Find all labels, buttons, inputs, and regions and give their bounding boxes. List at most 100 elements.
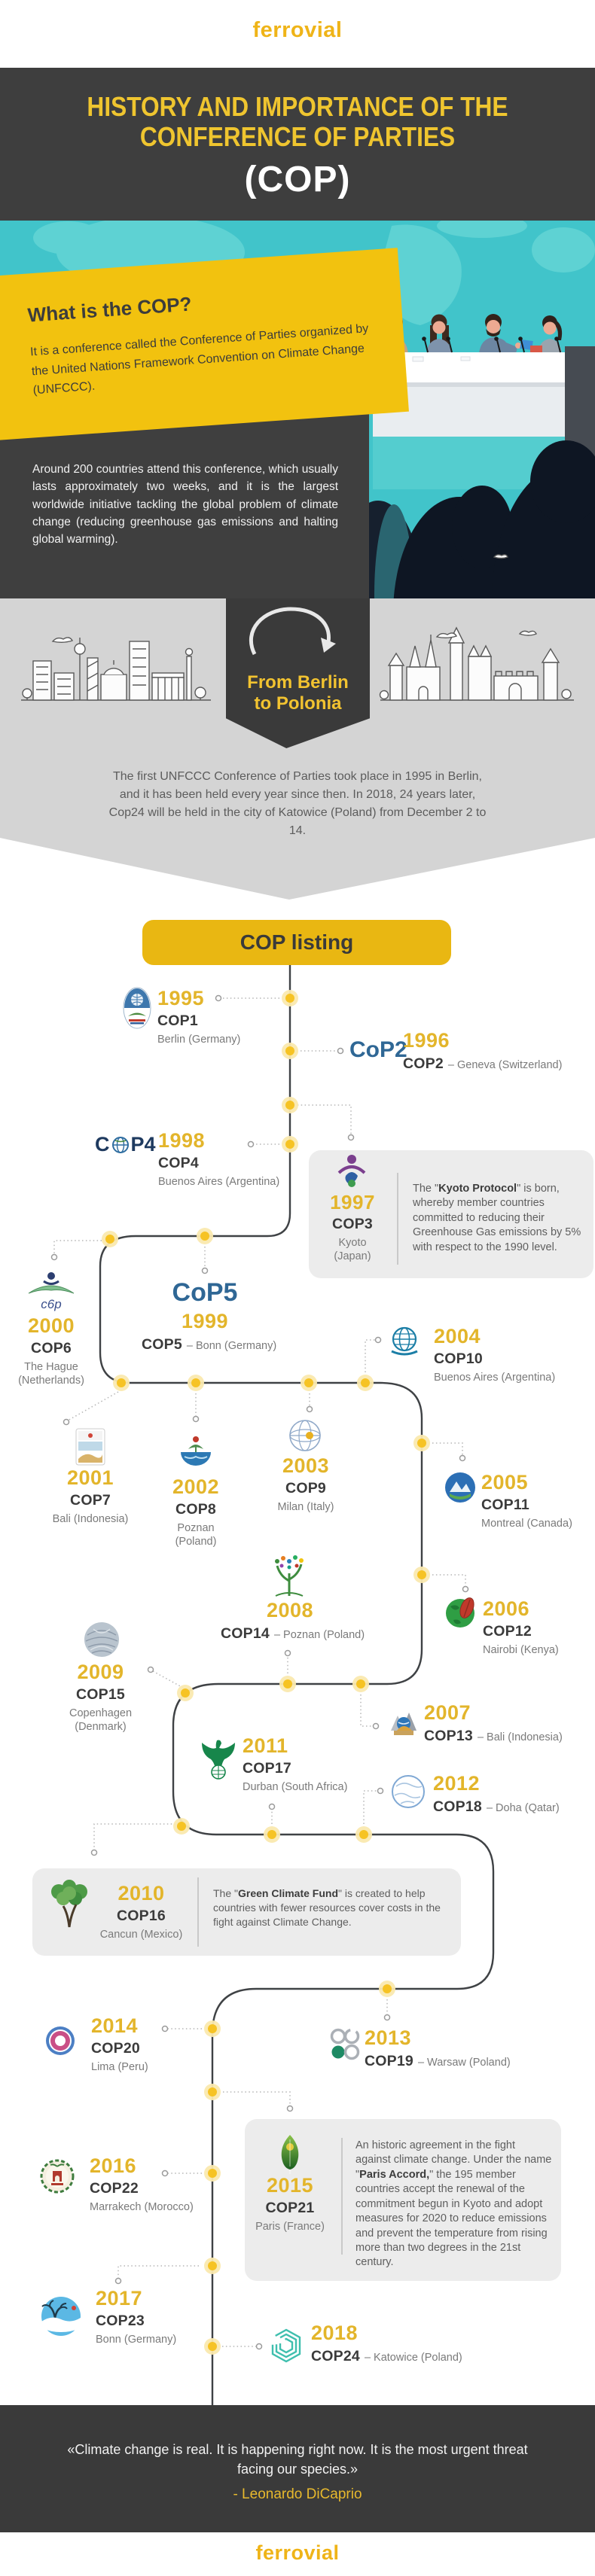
- timeline-entry-cop21: 2015 COP21 Paris (France): [254, 2176, 326, 2233]
- timeline-entry-cop1: 1995 COP1 Berlin (Germany): [157, 988, 240, 1046]
- audience-silhouettes: [369, 346, 595, 598]
- entry-cop: COP10: [434, 1350, 483, 1367]
- timeline-entry-cop8: 2002 COP8 Poznan (Poland): [157, 1477, 235, 1548]
- cop10-logo-icon: [391, 1326, 418, 1356]
- entry-cop: COP20: [91, 2040, 140, 2057]
- attendance-paragraph: Around 200 countries attend this confere…: [32, 463, 338, 546]
- green-climate-fund-note: The "Green Climate Fund" is created to h…: [32, 1868, 461, 1956]
- cop2-logo-icon: CoP2: [349, 1037, 407, 1062]
- card-title: What is the COP?: [26, 292, 193, 327]
- entry-year: 2010: [117, 1882, 165, 1905]
- ferrovial-logo: ferrovial: [252, 18, 343, 42]
- kyoto-note-pre: The ": [413, 1183, 439, 1195]
- kyoto-note-text: The "Kyoto Protocol" is born, whereby me…: [413, 1182, 584, 1255]
- quote-section: «Climate change is real. It is happening…: [0, 2405, 595, 2532]
- ferrovial-footer-logo: ferrovial: [255, 2541, 340, 2564]
- transition-banner: From Berlin to Polonia: [226, 598, 370, 748]
- entry-year: 2004: [434, 1325, 481, 1347]
- entry-year: 2014: [91, 2014, 139, 2037]
- entry-cop: COP18: [433, 1798, 482, 1815]
- entry-cop: COP7: [70, 1492, 111, 1509]
- entry-location: Copenhagen (Denmark): [69, 1707, 133, 1733]
- cop4-logo-p4: P4: [130, 1133, 156, 1156]
- poland-skyline-illustration: [379, 554, 574, 701]
- entry-year: 2011: [243, 1734, 288, 1757]
- entry-cop: COP4: [158, 1155, 199, 1171]
- entry-location: Milan (Italy): [277, 1500, 334, 1513]
- entry-location: Montreal (Canada): [481, 1517, 572, 1530]
- entry-cop: COP16: [117, 1908, 166, 1924]
- entry-cop: COP8: [175, 1501, 216, 1518]
- entry-cop: COP2: [403, 1055, 444, 1072]
- entry-location: Paris (France): [255, 2220, 325, 2233]
- entry-location: Bali (Indonesia): [52, 1512, 129, 1525]
- entry-year: 2003: [282, 1454, 330, 1477]
- paris-note-text: An historic agreement in the fight again…: [355, 2139, 553, 2270]
- entry-location: – Geneva (Switzerland): [447, 1059, 563, 1071]
- timeline-entry-cop2: 1996 COP2– Geneva (Switzerland): [403, 1031, 562, 1072]
- intro-dark-panel: [0, 410, 369, 598]
- timeline-entry-cop5: 1999 COP5– Bonn (Germany): [142, 1311, 276, 1353]
- entry-location: Marrakech (Morocco): [90, 2200, 194, 2213]
- kyoto-note-post: " is born, whereby member countries comm…: [413, 1183, 581, 1253]
- entry-year: 2005: [481, 1471, 529, 1494]
- timeline-entry-cop3: 1997 COP3 Kyoto (Japan): [319, 1192, 386, 1263]
- cop7-logo-icon: [75, 1428, 105, 1466]
- cop20-logo-icon: [46, 2026, 75, 2055]
- timeline-entry-cop23: 2017 COP23 Bonn (Germany): [96, 2288, 176, 2346]
- cop-listing-header: COP listing: [142, 920, 451, 965]
- bottom-footer: ferrovial: [0, 2532, 595, 2576]
- entry-cop: COP13: [424, 1728, 473, 1744]
- entry-cop: COP21: [265, 2200, 315, 2216]
- timeline-entry-cop10: 2004 COP10 Buenos Aires (Argentina): [434, 1326, 555, 1384]
- cop13-logo-icon: [391, 1713, 416, 1735]
- timeline-entry-cop14: 2008 COP14– Poznan (Poland): [221, 1599, 365, 1642]
- gcf-note-text: The "Green Climate Fund" is created to h…: [213, 1886, 448, 1929]
- history-paragraph: The first UNFCCC Conference of Parties t…: [108, 770, 487, 837]
- title-banner: HISTORY AND IMPORTANCE OF THE CONFERENCE…: [0, 68, 595, 221]
- cop18-logo-icon: [392, 1775, 425, 1808]
- entry-location: Kyoto (Japan): [334, 1236, 371, 1262]
- entry-year: 1996: [403, 1029, 450, 1052]
- entry-cop: COP9: [285, 1480, 326, 1497]
- timeline-entry-cop4: 1998 COP4 Buenos Aires (Argentina): [158, 1131, 279, 1189]
- timeline-entry-cop7: 2001 COP7 Bali (Indonesia): [51, 1468, 130, 1526]
- cop14-logo-icon: [275, 1555, 304, 1597]
- paris-note-post: " the 195 member countries accept the re…: [355, 2168, 548, 2269]
- entry-location: Nairobi (Kenya): [483, 1643, 559, 1656]
- kyoto-protocol-note: The "Kyoto Protocol" is born, whereby me…: [309, 1150, 593, 1278]
- banner-line-1: From Berlin: [247, 672, 349, 693]
- title-acronym: (COP): [244, 160, 351, 200]
- top-header: ferrovial: [0, 0, 595, 68]
- cop4-logo-globe-icon: [111, 1136, 129, 1153]
- gcf-note-divider: [197, 1877, 199, 1947]
- entry-location: – Bonn (Germany): [186, 1340, 277, 1352]
- entry-year: 2018: [311, 2322, 359, 2344]
- kyoto-note-divider: [397, 1173, 398, 1265]
- entry-cop: COP24: [311, 2348, 360, 2364]
- entry-year: 2015: [266, 2174, 314, 2197]
- timeline-entry-cop11: 2005 COP11 Montreal (Canada): [481, 1472, 572, 1530]
- entry-year: 2009: [77, 1661, 124, 1683]
- cop4-logo-c: C: [95, 1133, 110, 1156]
- timeline-entry-cop17: 2011 COP17 Durban (South Africa): [243, 1736, 347, 1794]
- entry-location: – Katowice (Poland): [364, 2352, 462, 2364]
- paris-note-bold: Paris Accord,: [359, 2168, 430, 2181]
- entry-year: 2017: [96, 2287, 143, 2310]
- cop19-logo-icon: [330, 2028, 360, 2060]
- cop3-kyoto-logo-icon: [337, 1155, 366, 1187]
- kyoto-note-bold: Kyoto Protocol: [438, 1183, 517, 1195]
- entry-location: Lima (Peru): [91, 2060, 148, 2073]
- entry-location: Buenos Aires (Argentina): [158, 1175, 280, 1188]
- cop11-logo-icon: [445, 1472, 475, 1503]
- entry-year: 1998: [158, 1129, 206, 1152]
- timeline-entry-cop9: 2003 COP9 Milan (Italy): [267, 1456, 345, 1514]
- timeline-entry-cop15: 2009 COP15 Copenhagen (Denmark): [42, 1662, 159, 1734]
- entry-location: Poznan (Poland): [175, 1521, 217, 1548]
- entry-year: 1995: [157, 987, 205, 1009]
- entry-year: 2008: [266, 1599, 314, 1621]
- gcf-note-post: " is created to help countries with fewe…: [213, 1887, 441, 1928]
- timeline-entry-cop16: 2010 COP16 Cancun (Mexico): [98, 1883, 185, 1941]
- paris-accord-note: An historic agreement in the fight again…: [245, 2119, 561, 2281]
